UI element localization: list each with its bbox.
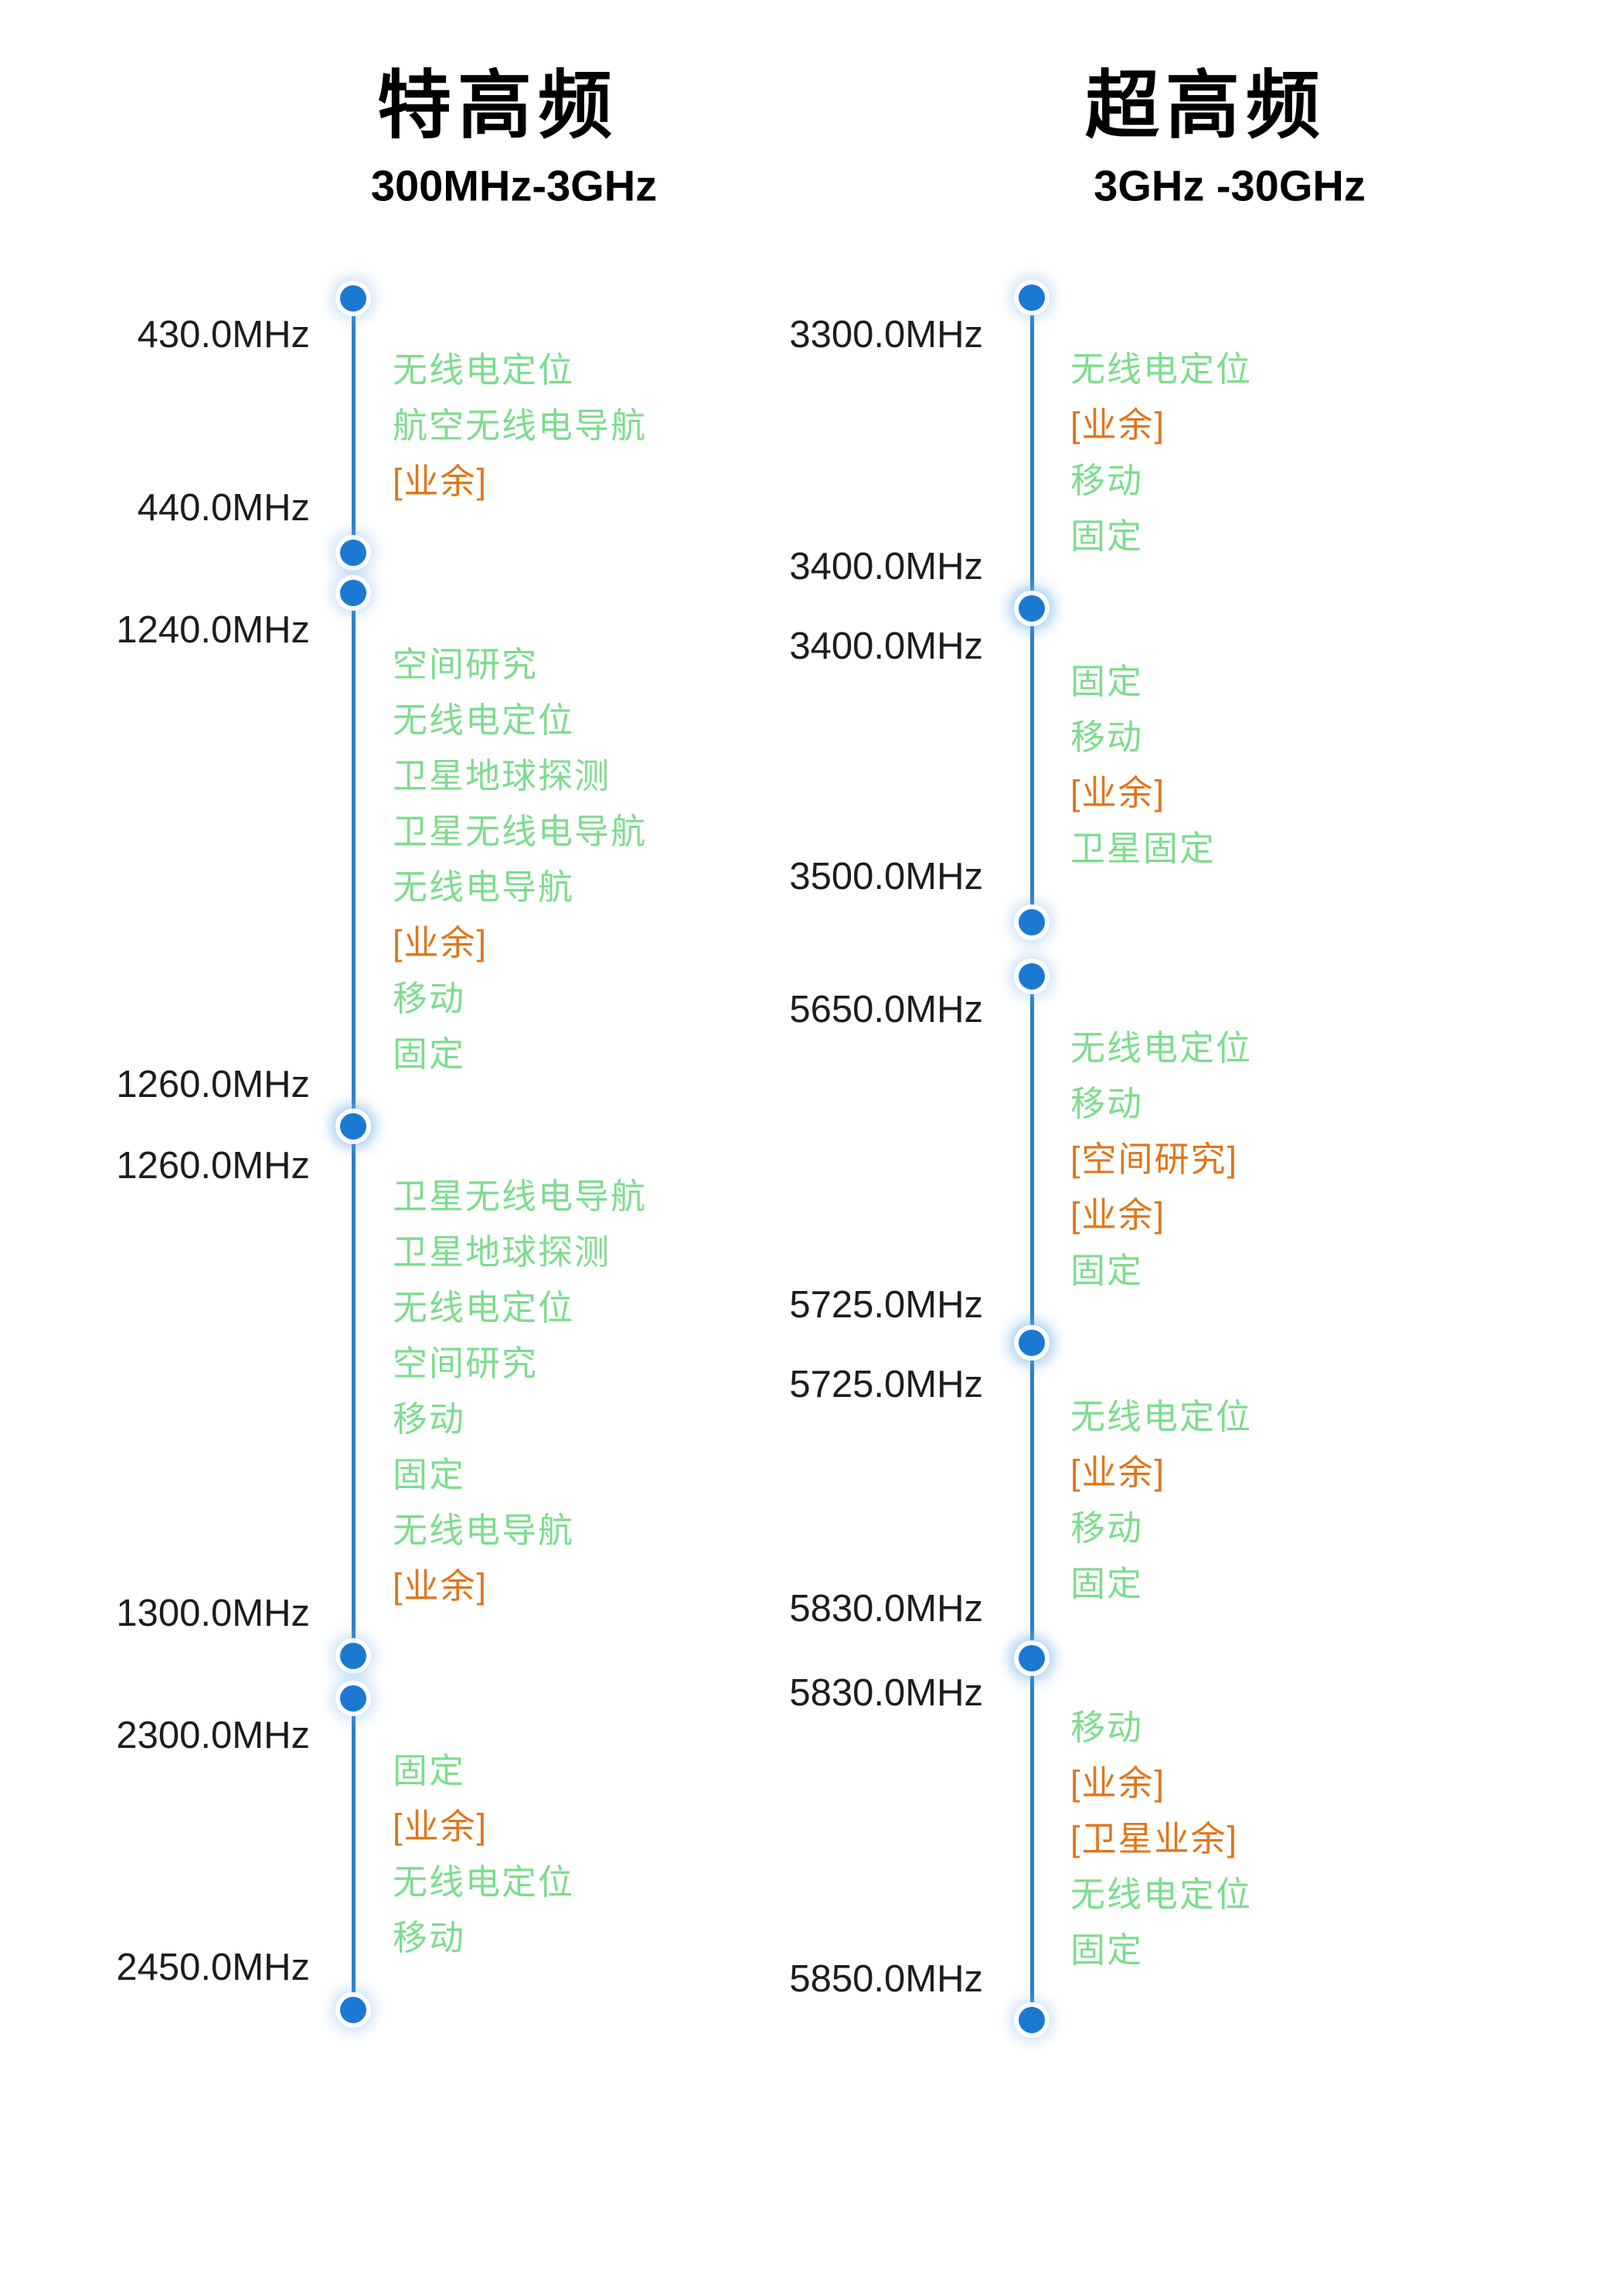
allocation-list: 移动 [业余] [卫星业余] 无线电定位固定 [1070,1658,1252,2020]
frequency-boundary-dot [340,540,366,566]
allocation-item: 无线电导航 [393,867,575,907]
allocation-item: 移动 [1070,461,1144,500]
allocation-item: 固定 [393,1750,466,1790]
frequency-boundary-dot [340,285,366,312]
allocation-item: 固定 [1070,1564,1144,1603]
allocation-item: [业余] [393,1565,488,1606]
allocation-item: 固定 [1070,516,1144,556]
allocation-item: 无线电定位 [1070,1397,1253,1436]
allocation-item: 无线电定位 [393,1862,575,1902]
frequency-axis-line [352,298,356,553]
frequency-boundary-dot [340,1643,366,1669]
frequency-label-end: 1260.0MHz [116,1064,310,1105]
frequency-label-start: 2300.0MHz [116,1715,310,1756]
frequency-boundary-dot [1019,284,1045,311]
allocation-item: 移动 [393,1917,466,1957]
frequency-axis-line [352,593,356,1126]
allocation-item: 固定 [1070,662,1144,701]
frequency-label-end: 5725.0MHz [789,1284,983,1326]
allocation-item: 无线电定位 [393,700,575,740]
frequency-boundary-dot [340,1685,366,1712]
frequency-label-end: 3500.0MHz [789,856,983,898]
allocation-item: 移动 [1070,1084,1144,1123]
allocation-item: 移动 [1070,1508,1144,1548]
allocation-item: 固定 [1070,1251,1144,1290]
frequency-label-start: 5830.0MHz [789,1672,983,1714]
allocation-item: 移动 [1070,1708,1144,1747]
allocation-item: 移动 [1070,717,1144,757]
frequency-label-start: 3300.0MHz [789,314,983,356]
frequency-axis-line [1030,1343,1034,1658]
allocation-item: 无线电定位 [393,1287,575,1327]
frequency-label-start: 5650.0MHz [789,989,983,1030]
allocation-list: 空间研究无线电定位卫星地球探测卫星无线电导航无线电导航 [业余] 移动固定 [393,593,647,1126]
frequency-boundary-dot [340,580,366,606]
allocation-item: 固定 [1070,1930,1144,1970]
frequency-boundary-dot [1019,1645,1045,1671]
allocation-item: 无线电定位 [1070,1875,1253,1914]
allocation-item: [业余] [1070,1453,1166,1492]
allocation-item: 无线电定位 [393,349,575,390]
allocation-item: [业余] [1070,773,1166,812]
frequency-axis-line [352,1698,356,2010]
allocation-item: [业余] [393,1806,488,1846]
frequency-label-start: 1260.0MHz [116,1145,310,1187]
allocation-item: 航空无线电导航 [393,405,648,445]
frequency-label-end: 2450.0MHz [116,1947,310,1988]
allocation-item: [业余] [1070,1195,1166,1235]
allocation-item: [卫星业余] [1070,1819,1239,1858]
frequency-axis-line [1030,976,1034,1343]
band-title-uhf: 特高频 [377,64,618,148]
allocation-item: 无线电导航 [393,1510,575,1550]
allocation-item: 空间研究 [393,1343,539,1383]
band-title-shf: 超高频 [1085,64,1326,148]
frequency-label-end: 5830.0MHz [789,1588,983,1630]
allocation-item: 卫星无线电导航 [393,812,648,851]
allocation-list: 无线电定位航空无线电导航 [业余] [393,298,647,553]
band-range-subtitle-shf: 3GHz -30GHz [1094,161,1366,210]
frequency-label-end: 1300.0MHz [116,1593,310,1634]
allocation-item: 卫星固定 [1070,829,1216,868]
allocation-item: 无线电定位 [1070,349,1253,389]
allocation-item: 移动 [393,1398,466,1439]
frequency-boundary-dot [1019,909,1045,935]
allocation-list: 固定移动 [业余] 卫星固定 [1070,608,1216,922]
frequency-label-end: 5850.0MHz [789,1958,983,2000]
allocation-list: 无线电定位 [业余] 移动固定 [1070,1343,1252,1658]
allocation-item: [空间研究] [1070,1139,1239,1179]
allocation-item: [业余] [1070,405,1166,445]
allocation-list: 无线电定位 [业余] 移动固定 [1070,298,1252,608]
allocation-list: 固定 [业余] 无线电定位移动 [393,1698,574,2010]
frequency-boundary-dot [1019,963,1045,990]
frequency-boundary-dot [340,1113,366,1139]
allocation-item: 固定 [393,1034,466,1074]
allocation-item: [业余] [393,923,488,962]
allocation-item: 卫星地球探测 [393,756,611,795]
allocation-item: 空间研究 [393,645,539,684]
frequency-label-start: 3400.0MHz [789,625,983,667]
allocation-item: 固定 [393,1454,466,1494]
frequency-axis-line [1030,298,1034,608]
frequency-boundary-dot [1019,2007,1045,2033]
frequency-axis-line [1030,1658,1034,2020]
allocation-list: 卫星无线电导航卫星地球探测无线电定位空间研究移动固定无线电导航 [业余] [393,1126,647,1656]
frequency-boundary-dot [1019,1330,1045,1356]
allocation-item: 卫星无线电导航 [393,1176,648,1216]
frequency-boundary-dot [340,1997,366,2023]
frequency-label-end: 3400.0MHz [789,546,983,588]
frequency-axis-line [1030,608,1034,922]
frequency-label-end: 440.0MHz [137,487,310,529]
band-range-subtitle-uhf: 300MHz-3GHz [370,161,658,210]
frequency-label-start: 1240.0MHz [116,609,310,651]
allocation-item: 卫星地球探测 [393,1231,611,1272]
allocation-item: 无线电定位 [1070,1028,1253,1068]
allocation-item: 移动 [393,979,466,1018]
allocation-item: [业余] [393,461,488,501]
frequency-label-start: 5725.0MHz [789,1364,983,1405]
frequency-boundary-dot [1019,595,1045,622]
frequency-label-start: 430.0MHz [137,314,310,356]
allocation-item: [业余] [1070,1763,1166,1803]
frequency-axis-line [352,1126,356,1656]
allocation-list: 无线电定位移动 [空间研究] [业余] 固定 [1070,976,1252,1343]
